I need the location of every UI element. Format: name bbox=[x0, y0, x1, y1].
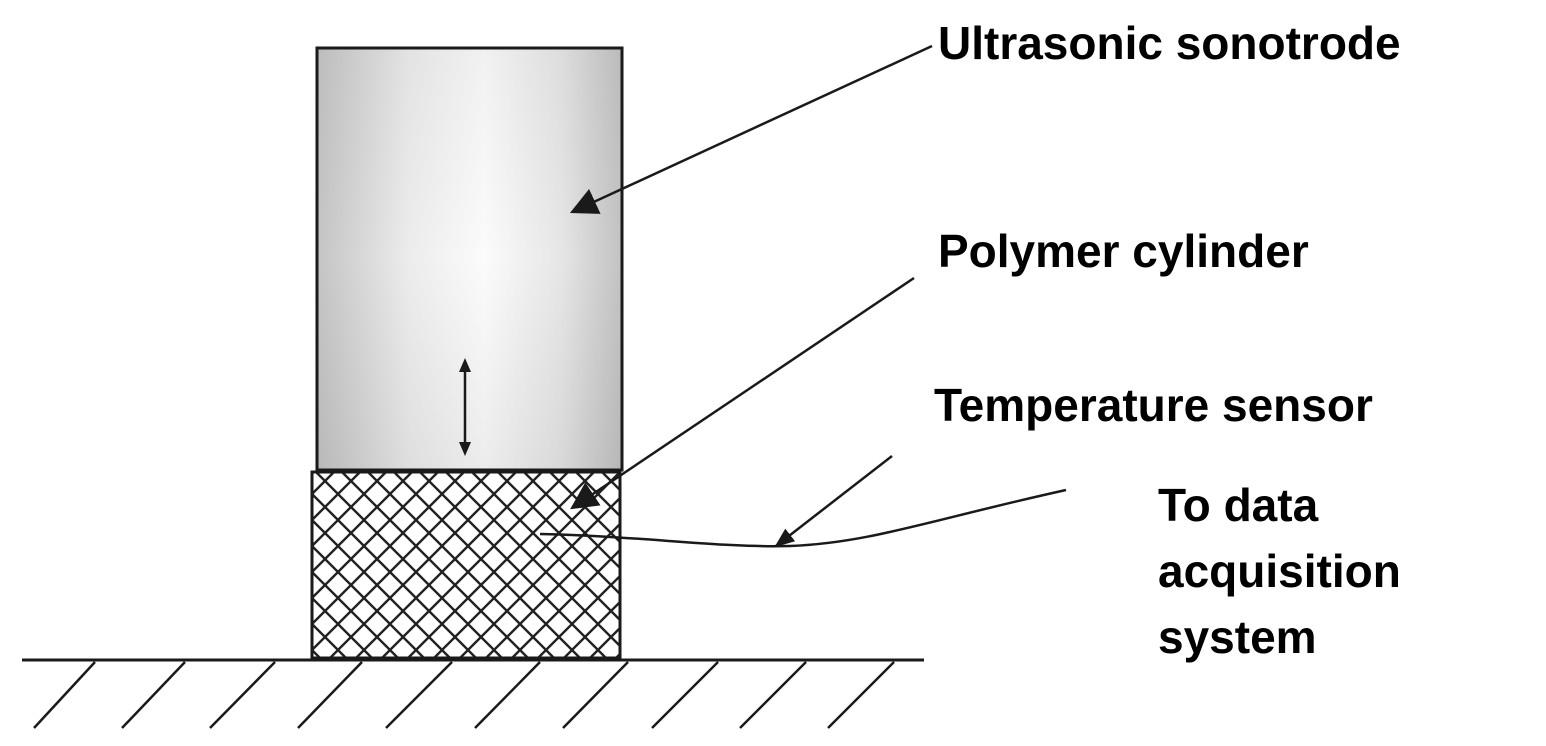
label-data-acquisition: To data acquisition system bbox=[1158, 472, 1401, 670]
label-data-acquisition-line-2: acquisition bbox=[1158, 545, 1401, 597]
ground-base bbox=[22, 658, 924, 729]
label-data-acquisition-line-3: system bbox=[1158, 611, 1317, 663]
leader-polymer-cylinder bbox=[570, 276, 915, 510]
leader-sonotrode bbox=[569, 44, 933, 214]
label-ultrasonic-sonotrode: Ultrasonic sonotrode bbox=[938, 17, 1401, 69]
leader-temperature-sensor bbox=[774, 455, 893, 548]
sonotrode bbox=[315, 46, 624, 472]
label-data-acquisition-line-1: To data bbox=[1158, 479, 1319, 531]
label-temperature-sensor: Temperature sensor bbox=[934, 379, 1373, 431]
label-polymer-cylinder: Polymer cylinder bbox=[938, 225, 1309, 277]
polymer-cylinder bbox=[310, 470, 622, 660]
vibration-double-arrow-icon bbox=[459, 358, 471, 456]
